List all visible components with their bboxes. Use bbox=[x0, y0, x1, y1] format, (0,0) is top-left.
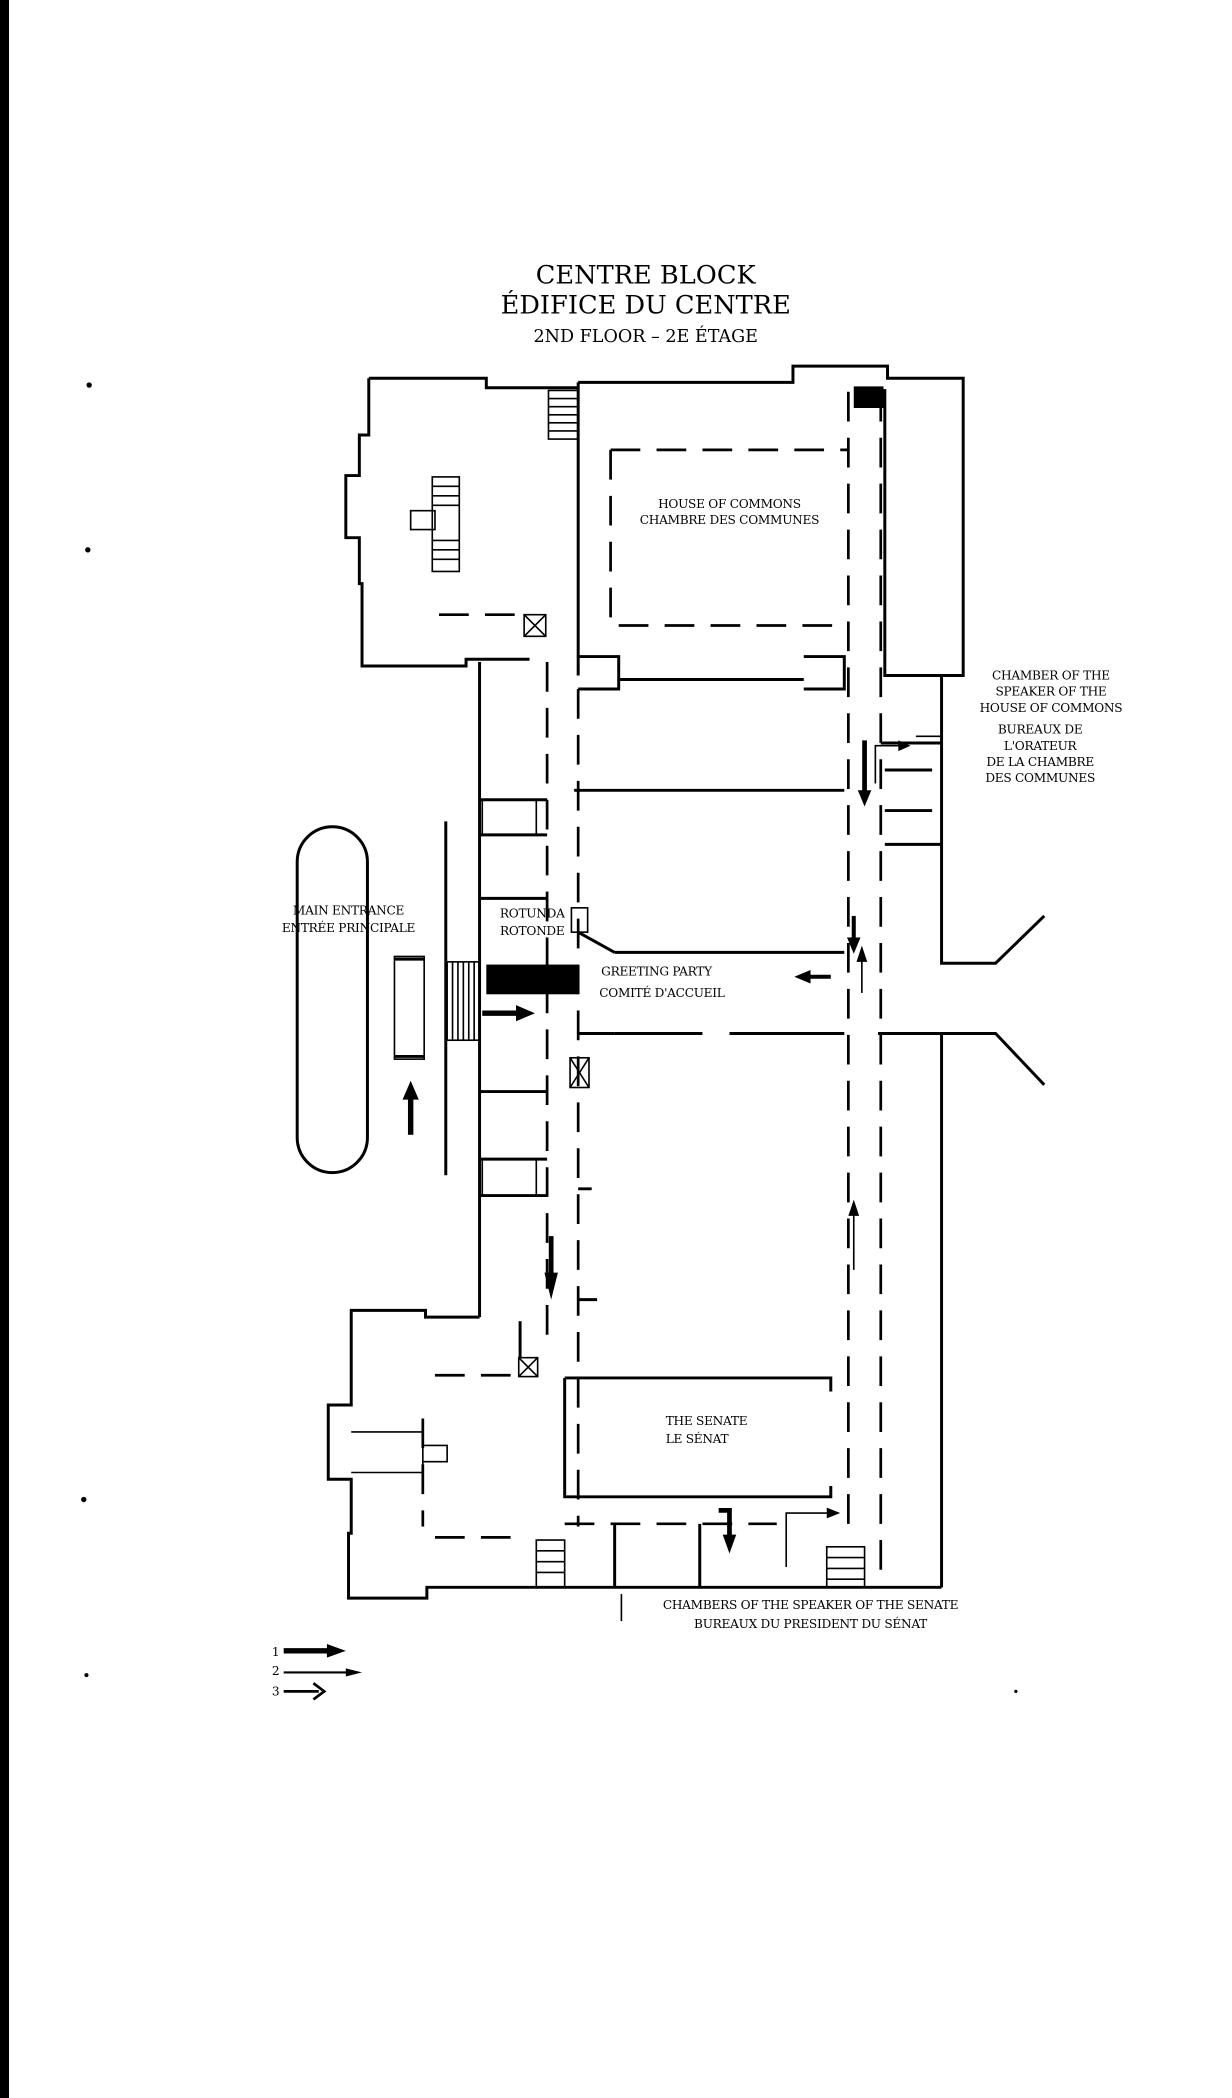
left-arrow-icon bbox=[794, 969, 811, 984]
commons-wing-walls bbox=[344, 364, 965, 792]
stairs bbox=[481, 1158, 538, 1197]
room-labels: HOUSE OF COMMONS CHAMBRE DES COMMUNES CH… bbox=[282, 497, 1123, 1631]
main-entrance-label: MAIN ENTRANCE bbox=[293, 904, 404, 918]
elevator bbox=[853, 386, 884, 409]
rotunda-label-fr: ROTONDE bbox=[500, 924, 564, 938]
elevator-icon bbox=[523, 613, 547, 638]
corridors bbox=[444, 391, 1046, 1588]
title-line-3: 2ND FLOOR – 2E ÉTAGE bbox=[533, 326, 758, 347]
commons-label-fr: CHAMBRE DES COMMUNES bbox=[640, 513, 819, 527]
elevator-icon bbox=[517, 1356, 539, 1378]
speaker-commons-label: L'ORATEUR bbox=[1004, 739, 1078, 753]
title-line-1: CENTRE BLOCK bbox=[536, 261, 757, 291]
greeting-party-marker bbox=[486, 964, 579, 995]
main-entrance-area bbox=[295, 735, 942, 1300]
speaker-commons-label: DES COMMUNES bbox=[985, 771, 1095, 785]
senate-wing-walls bbox=[326, 1308, 942, 1622]
entrance-drive bbox=[295, 825, 369, 1175]
title-line-2: ÉDIFICE DU CENTRE bbox=[501, 288, 791, 320]
scan-border bbox=[0, 0, 9, 2098]
thin-arrow-icon bbox=[345, 1668, 363, 1677]
speaker-commons-label: CHAMBER OF THE bbox=[992, 669, 1110, 683]
stairs bbox=[431, 476, 461, 573]
speaker-commons-label: SPEAKER OF THE bbox=[995, 685, 1106, 699]
speaker-senate-label-fr: BUREAUX DU PRESIDENT DU SÉNAT bbox=[694, 1616, 927, 1631]
stairs bbox=[535, 1539, 566, 1589]
car-icon bbox=[393, 955, 425, 1060]
speaker-commons-label: DE LA CHAMBRE bbox=[986, 755, 1094, 769]
senate-label-fr: LE SÉNAT bbox=[666, 1431, 729, 1446]
legend-number: 2 bbox=[272, 1664, 279, 1678]
plan-title: CENTRE BLOCK ÉDIFICE DU CENTRE 2ND FLOOR… bbox=[501, 261, 791, 347]
greeting-party-label-fr: COMITÉ D'ACCUEIL bbox=[599, 985, 725, 1000]
speaker-senate-label: CHAMBERS OF THE SPEAKER OF THE SENATE bbox=[663, 1598, 958, 1612]
right-arrow-icon bbox=[516, 1005, 535, 1022]
hooked-arrow-icon bbox=[283, 1682, 327, 1701]
legend: 1 2 3 bbox=[272, 1644, 363, 1701]
scan-specks bbox=[81, 382, 1018, 1693]
greeting-party-label: GREETING PARTY bbox=[601, 964, 713, 978]
senate-label: THE SENATE bbox=[666, 1414, 748, 1428]
commons-label-en: HOUSE OF COMMONS bbox=[658, 497, 801, 511]
speaker-commons-label: BUREAUX DE bbox=[998, 723, 1083, 737]
stairs bbox=[825, 1545, 866, 1589]
up-arrow-icon bbox=[402, 1080, 419, 1100]
speaker-commons-label: HOUSE OF COMMONS bbox=[980, 701, 1123, 715]
main-entrance-label-fr: ENTRÉE PRINCIPALE bbox=[282, 920, 415, 935]
legend-number: 3 bbox=[272, 1684, 279, 1698]
stairs bbox=[481, 798, 538, 836]
thick-arrow-icon bbox=[326, 1644, 346, 1658]
legend-number: 1 bbox=[272, 1645, 279, 1659]
rotunda-label: ROTUNDA bbox=[500, 906, 565, 920]
elevator-icon bbox=[569, 1056, 590, 1089]
